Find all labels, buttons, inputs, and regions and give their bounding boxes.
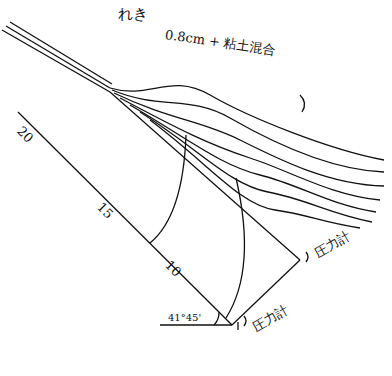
material-label: 0.8cm + 粘土混合 — [164, 28, 276, 58]
slope-surface — [2, 30, 300, 260]
slope-surface — [6, 26, 110, 88]
flow-line — [120, 98, 380, 200]
scale-number: 10 — [162, 258, 184, 280]
flow-line — [112, 90, 384, 172]
slip-curve — [150, 135, 186, 243]
scale-line — [18, 112, 232, 325]
scale-number: 15 — [94, 200, 116, 222]
angle-label: 41°45' — [168, 312, 201, 323]
gauge-label: 圧力計 — [250, 303, 291, 335]
gauge-mark — [244, 316, 246, 326]
flow-line — [150, 120, 360, 228]
flow-line — [130, 105, 376, 212]
gauge-label: 圧力計 — [312, 229, 353, 261]
slip-curve — [226, 178, 245, 318]
gauge-mark — [306, 252, 308, 262]
base-line — [160, 324, 232, 325]
gauge-mark — [237, 322, 238, 330]
flow-line — [110, 86, 384, 160]
slope-surface — [10, 22, 112, 84]
angle-arc — [214, 312, 219, 325]
flow-line — [300, 95, 304, 112]
material-title: れき — [118, 6, 148, 23]
